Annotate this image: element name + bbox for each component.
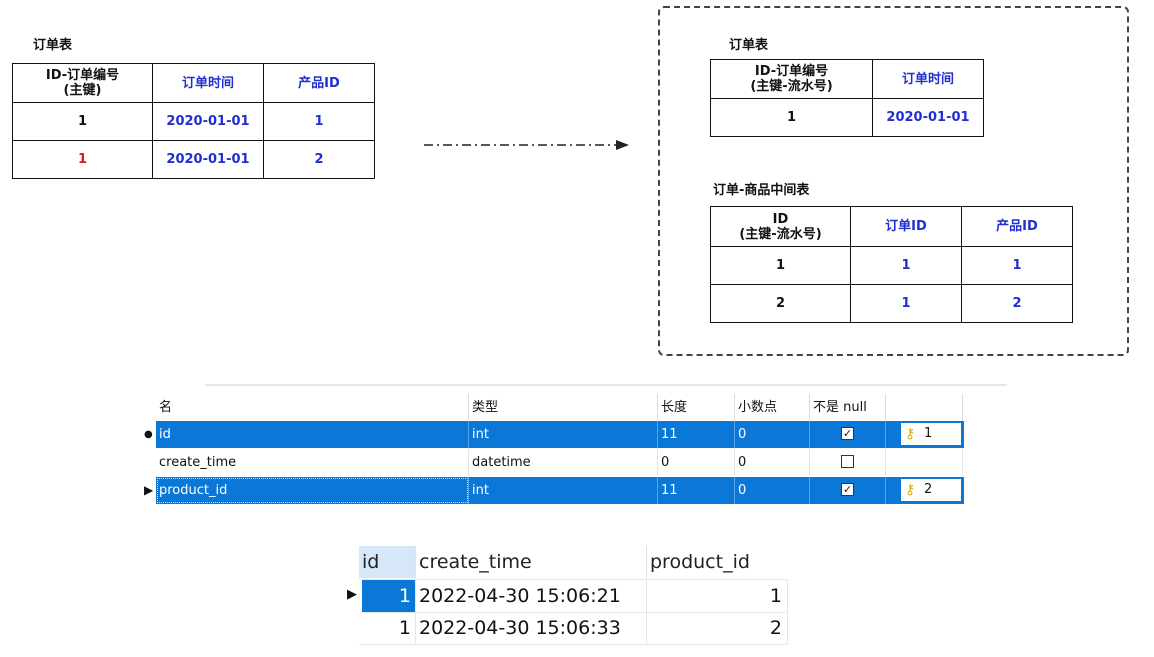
cell-id: 1 <box>710 98 873 137</box>
cell-order-time: 2020-01-01 <box>872 98 984 137</box>
design-grid-header: 名 类型 长度 小数点 不是 null <box>156 394 964 421</box>
field-not-null-cell <box>810 449 886 476</box>
cell-product-id: 1 <box>263 102 375 141</box>
middle-table-caption: 订单-商品中间表 <box>713 183 810 198</box>
left-order-table-caption: 订单表 <box>33 38 73 53</box>
col-header-create-time[interactable]: create_time <box>416 546 647 578</box>
col-header-order-id: 订单ID <box>850 206 962 247</box>
field-decimals[interactable]: 0 <box>735 477 810 504</box>
field-not-null-cell: ✓ <box>810 477 886 504</box>
col-header-type[interactable]: 类型 <box>469 394 658 421</box>
field-length[interactable]: 0 <box>658 449 735 476</box>
col-header-key[interactable] <box>886 394 963 421</box>
cell-order-id: 1 <box>850 284 962 323</box>
cell-order-time: 2020-01-01 <box>152 102 264 141</box>
normalized-design-frame <box>658 6 1129 356</box>
field-row-create-time[interactable]: create_time datetime 0 0 <box>156 449 964 476</box>
field-name[interactable]: id <box>156 421 469 448</box>
transform-arrow <box>424 140 629 150</box>
key-icon: ⚷ <box>905 426 916 442</box>
col-header-decimals[interactable]: 小数点 <box>735 394 810 421</box>
col-header-order-time: 订单时间 <box>152 63 264 103</box>
key-icon: ⚷ <box>905 482 916 498</box>
cell-id: 2 <box>710 284 851 323</box>
data-grid-header: id create_time product_id <box>359 546 788 578</box>
table-row: 1 2020-01-01 1 <box>12 102 375 141</box>
left-order-table: ID-订单编号 (主键) 订单时间 产品ID 1 2020-01-01 1 1 … <box>12 63 375 179</box>
col-header-id: ID-订单编号 (主键) <box>12 63 153 103</box>
key-order: 2 <box>924 482 933 497</box>
not-null-checkbox[interactable]: ✓ <box>841 483 854 496</box>
key-order: 1 <box>924 426 933 441</box>
field-type[interactable]: int <box>469 477 658 504</box>
col-header-product-id: 产品ID <box>961 206 1073 247</box>
order-product-middle-table: ID (主键-流水号) 订单ID 产品ID 1 1 1 2 1 2 <box>710 206 1073 323</box>
col-header-name[interactable]: 名 <box>156 394 469 421</box>
cell-id-duplicate: 1 <box>12 140 153 179</box>
cell-create-time[interactable]: 2022-04-30 15:06:21 <box>416 580 647 612</box>
cell-product-id[interactable]: 2 <box>647 612 788 644</box>
cell-id[interactable]: 1 <box>362 580 416 612</box>
not-null-checkbox[interactable]: ✓ <box>841 427 854 440</box>
cell-product-id: 2 <box>961 284 1073 323</box>
current-row-dot-icon: ● <box>144 429 153 440</box>
field-row-product-id[interactable]: product_id int 11 0 ✓ ⚷ 2 <box>156 477 964 504</box>
cell-create-time[interactable]: 2022-04-30 15:06:33 <box>416 612 647 644</box>
cell-order-time: 2020-01-01 <box>152 140 264 179</box>
table-header-row: ID-订单编号 (主键-流水号) 订单时间 <box>710 59 984 99</box>
field-decimals[interactable]: 0 <box>735 421 810 448</box>
field-type[interactable]: int <box>469 421 658 448</box>
right-order-table-caption: 订单表 <box>729 38 769 53</box>
data-row[interactable]: 1 2022-04-30 15:06:21 1 <box>359 579 788 613</box>
table-row: 1 2020-01-01 2 <box>12 140 375 179</box>
col-header-product-id[interactable]: product_id <box>650 551 750 573</box>
field-decimals[interactable]: 0 <box>735 449 810 476</box>
field-length[interactable]: 11 <box>658 477 735 504</box>
table-header-row: ID (主键-流水号) 订单ID 产品ID <box>710 206 1073 247</box>
not-null-checkbox[interactable] <box>841 455 854 468</box>
col-header-product-id: 产品ID <box>263 63 375 103</box>
cell-order-id: 1 <box>850 246 962 285</box>
field-not-null-cell: ✓ <box>810 421 886 448</box>
table-row: 1 2020-01-01 <box>710 98 984 137</box>
cell-product-id[interactable]: 1 <box>647 580 788 612</box>
table-row: 1 1 1 <box>710 246 1073 285</box>
key-cell-empty <box>886 449 963 476</box>
cell-id: 1 <box>710 246 851 285</box>
col-header-id: ID (主键-流水号) <box>710 206 851 247</box>
col-header-id[interactable]: id <box>359 546 416 578</box>
table-header-row: ID-订单编号 (主键) 订单时间 产品ID <box>12 63 375 103</box>
current-row-arrow-icon: ▶ <box>144 483 154 497</box>
field-length[interactable]: 11 <box>658 421 735 448</box>
primary-key-cell: ⚷ 2 <box>901 479 961 501</box>
data-row[interactable]: 1 2022-04-30 15:06:33 2 <box>359 612 788 645</box>
field-row-id[interactable]: id int 11 0 ✓ ⚷ 1 <box>156 421 964 448</box>
col-header-length[interactable]: 长度 <box>658 394 735 421</box>
field-name[interactable]: create_time <box>156 449 469 476</box>
col-header-id: ID-订单编号 (主键-流水号) <box>710 59 873 99</box>
primary-key-cell: ⚷ 1 <box>901 423 961 445</box>
right-order-table: ID-订单编号 (主键-流水号) 订单时间 1 2020-01-01 <box>710 59 984 137</box>
cell-product-id: 1 <box>961 246 1073 285</box>
current-row-arrow-icon: ▶ <box>347 587 357 602</box>
grid-toolbar-divider <box>205 384 1007 386</box>
col-header-order-time: 订单时间 <box>872 59 984 99</box>
field-type[interactable]: datetime <box>469 449 658 476</box>
table-row: 2 1 2 <box>710 284 1073 323</box>
cell-id[interactable]: 1 <box>362 612 416 644</box>
col-header-not-null[interactable]: 不是 null <box>810 394 886 421</box>
cell-id: 1 <box>12 102 153 141</box>
cell-product-id: 2 <box>263 140 375 179</box>
field-name[interactable]: product_id <box>156 477 469 504</box>
